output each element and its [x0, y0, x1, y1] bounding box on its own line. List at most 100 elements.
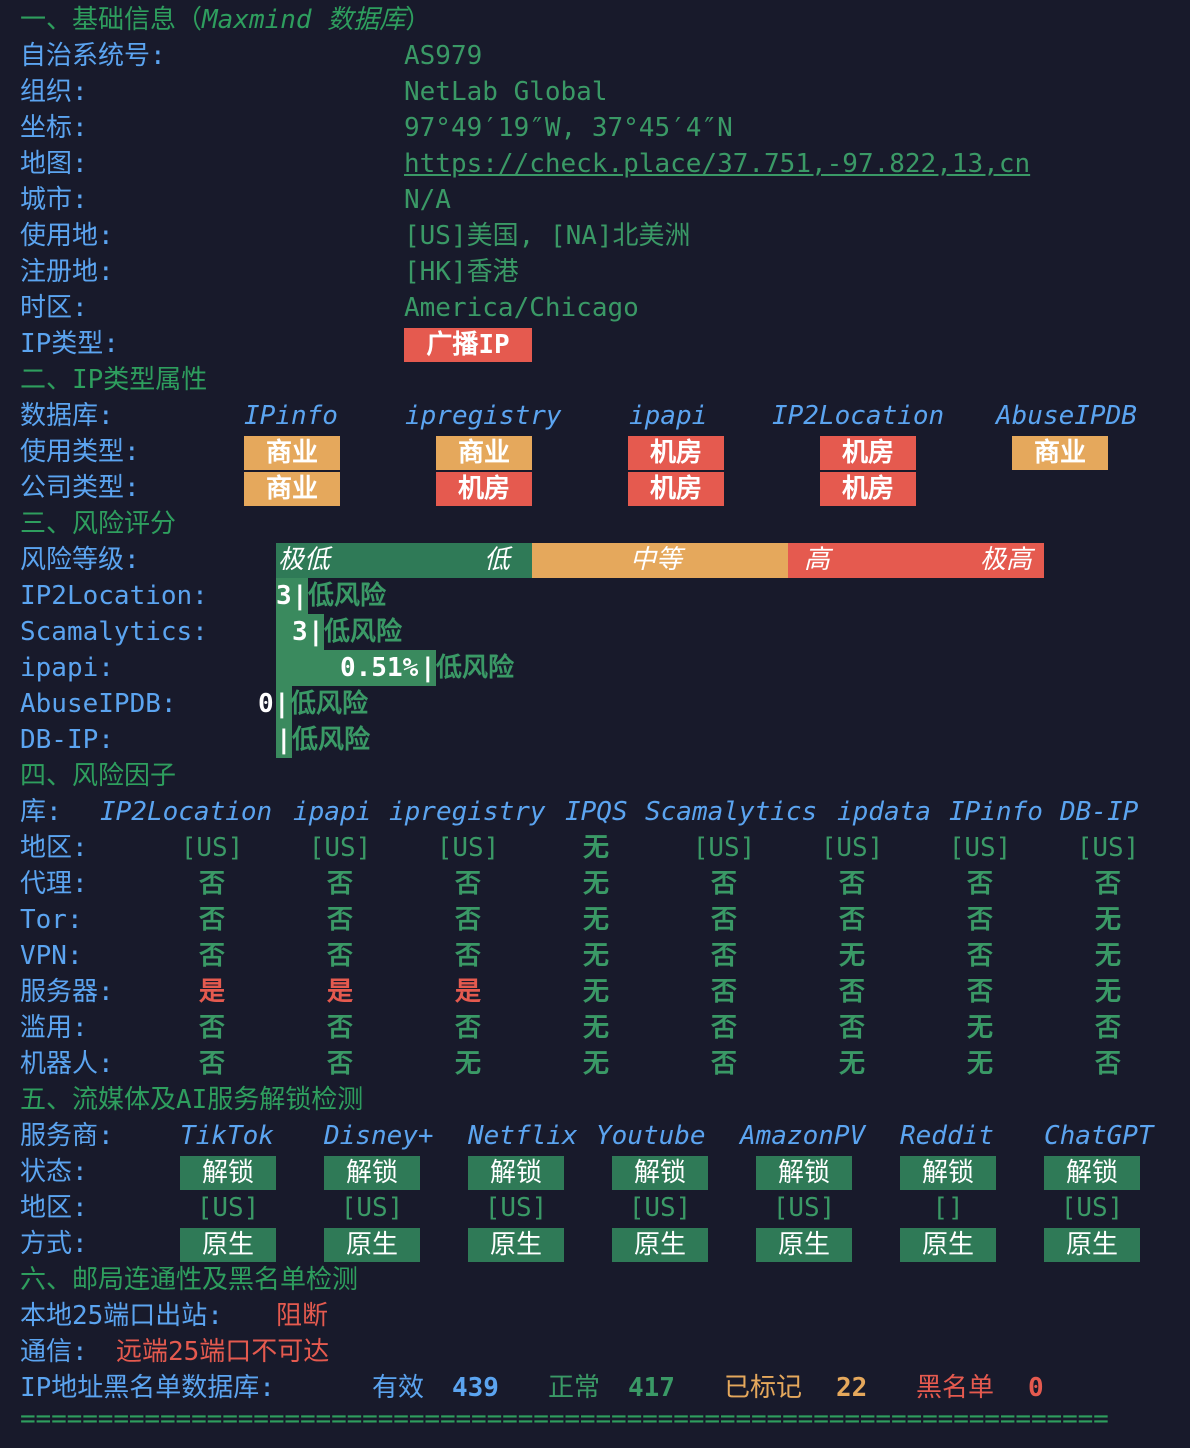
- factor-cell: 否: [454, 905, 481, 935]
- db-row: 数据库: IPinfo ipregistry ipapi IP2Location…: [0, 398, 1190, 434]
- risk-score-label: DB-IP:: [20, 725, 114, 755]
- blacklist-label-count: 黑名单: [916, 1373, 995, 1403]
- risk-score-divider: |: [420, 653, 436, 683]
- risk-score-bar: [276, 722, 292, 758]
- factor-label: 滥用:: [20, 1013, 88, 1043]
- provider-chatgpt: ChatGPT: [1044, 1121, 1154, 1151]
- db-ipregistry: ipregistry: [405, 401, 562, 431]
- factor-cell: 无: [838, 941, 865, 971]
- risk-level-very-low: 极低: [278, 545, 331, 575]
- factor-cell: 否: [326, 1049, 353, 1079]
- factor-cell: 无: [582, 869, 609, 899]
- info-label: 使用地:: [20, 221, 114, 251]
- unlock-region: [US]: [772, 1193, 836, 1223]
- risk-score-value: 3: [292, 617, 308, 647]
- separator-line: ========================================…: [20, 1404, 1109, 1434]
- section6-title: 六、邮局连通性及黑名单检测: [20, 1265, 359, 1295]
- info-row: 自治系统号:AS979: [0, 38, 1190, 74]
- factor-cell: 否: [1094, 1013, 1121, 1043]
- map-link[interactable]: https://check.place/37.751,-97.822,13,cn: [404, 149, 1031, 179]
- risk-score-bar: [276, 686, 292, 722]
- company-label: 公司类型:: [20, 473, 140, 503]
- risk-score-bar: [276, 650, 436, 686]
- factor-cell: [US]: [948, 833, 1012, 863]
- factor-cell: 否: [326, 1013, 353, 1043]
- factor-cell: 否: [710, 977, 737, 1007]
- risk-score-row: Scamalytics:3|低风险: [0, 614, 1190, 650]
- risk-score-text: 低风险: [436, 653, 515, 683]
- factor-cell: 否: [198, 1049, 225, 1079]
- section5-header: 五、流媒体及AI服务解锁检测: [0, 1082, 1190, 1118]
- factor-cell: 否: [838, 869, 865, 899]
- company-tag: 商业: [244, 472, 340, 506]
- factor-cell: [US]: [820, 833, 884, 863]
- factor-label: Tor:: [20, 905, 83, 935]
- info-row: 地图:https://check.place/37.751,-97.822,13…: [0, 146, 1190, 182]
- factor-cell: 无: [966, 1013, 993, 1043]
- factor-cell: 否: [198, 869, 225, 899]
- factor-cell: 无: [582, 833, 609, 863]
- factor-row: 地区:[US][US][US]无[US][US][US][US]: [0, 830, 1190, 866]
- unlock-method-tag: 原生: [324, 1228, 420, 1262]
- info-value: AS979: [404, 41, 483, 71]
- lib-scamalytics: Scamalytics: [645, 797, 818, 827]
- info-row: 时区:America/Chicago: [0, 290, 1190, 326]
- db-ipinfo: IPinfo: [244, 401, 338, 431]
- usage-row: 使用类型: 商业 商业 机房 机房 商业: [0, 434, 1190, 470]
- lib-ip2location: IP2Location: [100, 797, 273, 827]
- provider-tiktok: TikTok: [180, 1121, 274, 1151]
- info-value: [HK]香港: [404, 257, 519, 287]
- info-value: 97°49′19″W, 37°45′4″N: [404, 113, 733, 143]
- factor-cell: 无: [582, 1013, 609, 1043]
- lib-ipqs: IPQS: [565, 797, 628, 827]
- factor-cell: [US]: [1076, 833, 1140, 863]
- lib-dbip: DB-IP: [1060, 797, 1139, 827]
- valid-count: 439: [452, 1373, 499, 1403]
- risk-seg-mid-bg: [532, 543, 788, 578]
- company-tag: 机房: [436, 472, 532, 506]
- risk-level-high: 高: [804, 545, 831, 575]
- factor-row: 代理:否否否无否否否否: [0, 866, 1190, 902]
- factor-cell: 否: [966, 977, 993, 1007]
- risk-score-row: ipapi:0.51%|低风险: [0, 650, 1190, 686]
- ip-type-badge: 广播IP: [404, 328, 532, 362]
- factor-cell: 否: [454, 1013, 481, 1043]
- lib-ipregistry: ipregistry: [389, 797, 546, 827]
- factor-row: 滥用:否否否无否否无否: [0, 1010, 1190, 1046]
- factor-cell: [US]: [180, 833, 244, 863]
- blacklist-count: 0: [1028, 1373, 1044, 1403]
- section1-title: 一、基础信息（Maxmind 数据库）: [20, 5, 432, 35]
- factor-cell: 否: [838, 1013, 865, 1043]
- risk-level-very-high: 极高: [980, 545, 1033, 575]
- provider-amazonpv: AmazonPV: [740, 1121, 866, 1151]
- ip-type-row: IP类型: 广播IP: [0, 326, 1190, 362]
- provider-reddit: Reddit: [900, 1121, 994, 1151]
- unlock-region: [US]: [1060, 1193, 1124, 1223]
- section2-title: 二、IP类型属性: [20, 365, 208, 395]
- factor-label: 地区:: [20, 833, 88, 863]
- factor-cell: 否: [710, 1049, 737, 1079]
- info-value: N/A: [404, 185, 451, 215]
- lib-label: 库:: [20, 797, 62, 827]
- port25-status: 阻断: [276, 1301, 329, 1331]
- factor-row: Tor:否否否无否否否无: [0, 902, 1190, 938]
- usage-tag: 机房: [820, 436, 916, 470]
- factor-cell: 否: [966, 869, 993, 899]
- info-label: 注册地:: [20, 257, 114, 287]
- info-row: 注册地: [HK]香港: [0, 254, 1190, 290]
- lib-ipdata: ipdata: [837, 797, 931, 827]
- factor-cell: 无: [582, 977, 609, 1007]
- unlock-status-tag: 解锁: [324, 1156, 420, 1190]
- risk-score-text: 低风险: [324, 617, 403, 647]
- region-label: 地区:: [20, 1193, 88, 1223]
- db-abuseipdb: AbuseIPDB: [996, 401, 1137, 431]
- risk-score-text: 低风险: [290, 689, 369, 719]
- factor-cell: 否: [710, 905, 737, 935]
- comm-status: 远端25端口不可达: [116, 1337, 330, 1367]
- factor-cell: 无: [582, 905, 609, 935]
- section4-title: 四、风险因子: [20, 761, 177, 791]
- info-value: NetLab Global: [404, 77, 608, 107]
- risk-score-value: 0: [258, 689, 274, 719]
- factor-cell: [US]: [436, 833, 500, 863]
- factor-cell: 无: [1094, 905, 1121, 935]
